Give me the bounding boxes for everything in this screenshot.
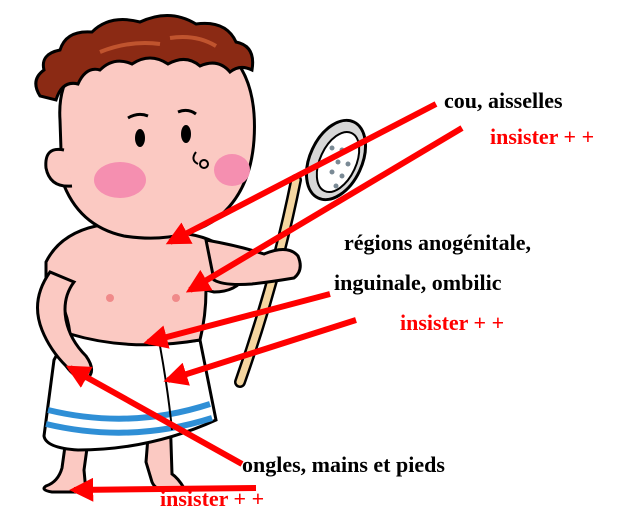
label-neck-armpits: cou, aisselles	[444, 88, 563, 114]
label-genital-emphasis: insister + +	[400, 310, 504, 336]
label-neck-emphasis: insister + +	[490, 124, 594, 150]
label-genital-line1: régions anogénitale,	[344, 230, 531, 256]
label-extremities-emphasis: insister + +	[160, 486, 264, 512]
label-genital-line2: inguinale, ombilic	[334, 270, 501, 296]
arrow-hand	[70, 368, 242, 464]
label-extremities: ongles, mains et pieds	[242, 452, 445, 478]
